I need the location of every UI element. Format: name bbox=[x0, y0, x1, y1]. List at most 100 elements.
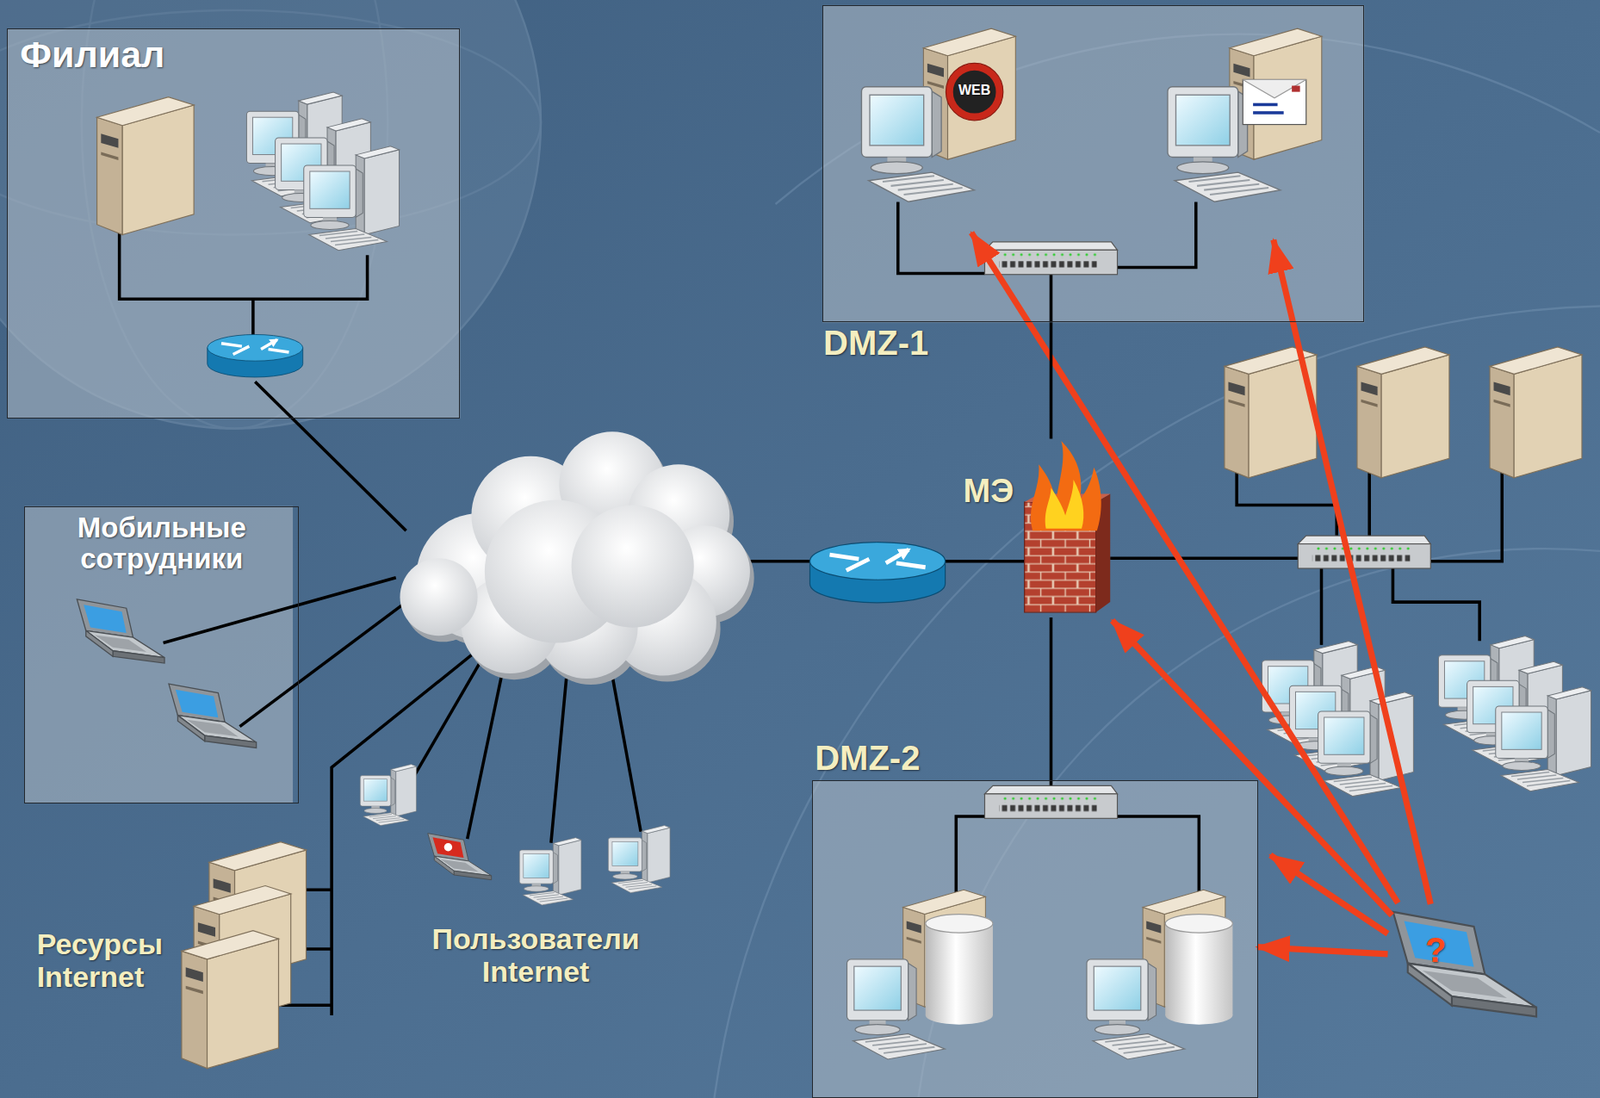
switch bbox=[1297, 535, 1431, 569]
attack-arrows bbox=[971, 232, 1431, 955]
group-label: Ресурсы Internet bbox=[37, 928, 182, 993]
wire bbox=[467, 673, 503, 839]
dmz-zone: DMZ-1 bbox=[822, 5, 1365, 323]
cylinder-body bbox=[925, 923, 993, 1016]
workstation bbox=[607, 825, 670, 894]
firewall-label: МЭ bbox=[963, 473, 1015, 510]
laptop-screen bbox=[432, 837, 464, 858]
wire bbox=[251, 298, 255, 337]
wire bbox=[331, 655, 472, 1016]
server-tower bbox=[1357, 347, 1450, 478]
database-cylinder bbox=[1165, 914, 1233, 1025]
attack-arrow bbox=[1112, 620, 1393, 915]
wire bbox=[551, 678, 567, 844]
wire bbox=[612, 675, 641, 832]
label-anchor: Ресурсы Internet bbox=[37, 928, 182, 993]
attack-arrow bbox=[1270, 855, 1388, 934]
zone-panels bbox=[6, 5, 1365, 1098]
laptop-body bbox=[1393, 911, 1537, 1018]
wire bbox=[254, 381, 406, 531]
icon-badge-text: WEB bbox=[943, 82, 1005, 99]
wires bbox=[119, 202, 1503, 1016]
switch bbox=[984, 785, 1117, 819]
skull bbox=[444, 843, 453, 851]
cloud-body bbox=[400, 431, 751, 679]
wire bbox=[1392, 568, 1480, 641]
laptop-body bbox=[427, 833, 492, 881]
server-tower bbox=[97, 97, 195, 236]
wire bbox=[163, 577, 397, 644]
workstation bbox=[303, 146, 400, 251]
laptop-screen bbox=[175, 689, 219, 719]
label-anchor: ? bbox=[1413, 930, 1458, 969]
cloud bbox=[400, 431, 755, 685]
attacker-laptop bbox=[1393, 911, 1537, 1018]
workstation bbox=[519, 837, 582, 906]
dmz-zone: DMZ-2 bbox=[812, 780, 1259, 1098]
cylinder-top bbox=[1165, 914, 1233, 933]
attack-arrow bbox=[971, 232, 1398, 904]
globe bbox=[0, 0, 541, 429]
cloud-puff bbox=[400, 558, 478, 636]
firewall-node: МЭ bbox=[959, 439, 1113, 618]
laptop-screen bbox=[83, 604, 127, 633]
cylinder-body bbox=[1165, 923, 1233, 1016]
terminal bbox=[1167, 86, 1281, 203]
laptop bbox=[76, 599, 165, 664]
envelope bbox=[1242, 79, 1306, 125]
firewall bbox=[1024, 440, 1111, 613]
wire bbox=[1117, 202, 1197, 268]
wire bbox=[1236, 468, 1337, 539]
branch-zone: Филиал bbox=[6, 28, 460, 419]
network-link bbox=[1049, 322, 1054, 439]
unknown-mark: ? bbox=[1413, 930, 1458, 969]
zone-panel bbox=[6, 28, 460, 419]
zone-title: Филиал bbox=[19, 34, 165, 75]
mobile-zone: Мобильные сотрудники bbox=[24, 506, 299, 804]
zone-title: Мобильные сотрудники bbox=[24, 507, 298, 576]
swirl bbox=[713, 305, 1600, 1098]
attack-arrow bbox=[1257, 947, 1389, 955]
envelope-line bbox=[1252, 103, 1278, 107]
laptop-body bbox=[76, 599, 165, 664]
cylinder-top bbox=[925, 914, 993, 933]
laptop-body bbox=[168, 683, 257, 748]
cloud-puff bbox=[571, 505, 695, 628]
flame bbox=[1030, 440, 1102, 531]
label-anchor: Пользователи Internet bbox=[403, 923, 669, 988]
mail-envelope bbox=[1242, 79, 1306, 125]
switch bbox=[984, 241, 1117, 275]
wire bbox=[943, 559, 1025, 564]
envelope-flap bbox=[1242, 79, 1306, 98]
wire bbox=[1110, 556, 1298, 560]
server-tower bbox=[1489, 347, 1582, 478]
database-cylinder bbox=[925, 914, 993, 1025]
wire bbox=[750, 559, 812, 564]
wire bbox=[239, 601, 406, 727]
router bbox=[809, 542, 945, 603]
wire bbox=[1367, 470, 1371, 538]
flame-core bbox=[1045, 479, 1085, 529]
envelope-line bbox=[1252, 111, 1284, 115]
laptop bbox=[168, 683, 257, 748]
network-link bbox=[1049, 617, 1054, 782]
hacker-laptop bbox=[427, 833, 492, 881]
attack-arrow bbox=[1273, 239, 1431, 904]
label-anchor: WEB bbox=[943, 82, 1005, 99]
wire bbox=[1049, 274, 1054, 323]
zone-title: DMZ-1 bbox=[823, 323, 929, 362]
group-label: Пользователи Internet bbox=[403, 923, 669, 988]
envelope-stamp bbox=[1291, 86, 1300, 93]
router bbox=[207, 334, 304, 377]
globe-watermark bbox=[0, 0, 541, 429]
wire bbox=[1430, 470, 1502, 561]
wire bbox=[413, 663, 480, 778]
wire bbox=[1320, 568, 1324, 645]
workstation bbox=[359, 764, 416, 826]
zone-panel bbox=[812, 780, 1259, 1098]
zone-title: DMZ-2 bbox=[814, 738, 920, 777]
server-tower bbox=[181, 930, 280, 1069]
workstation bbox=[1495, 687, 1592, 792]
